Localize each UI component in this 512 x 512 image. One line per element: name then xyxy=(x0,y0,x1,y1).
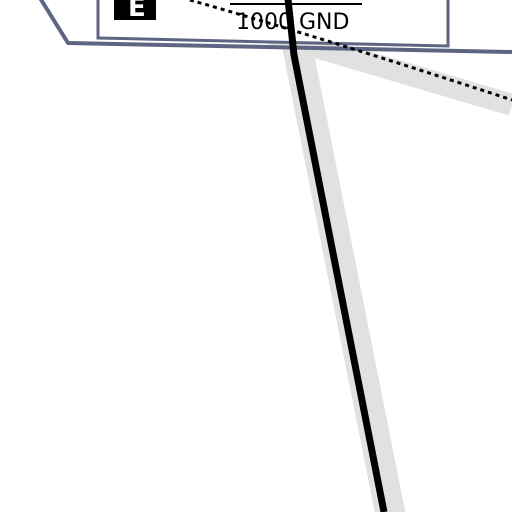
airspace-boundary xyxy=(38,0,512,54)
airspace-class-letter: E xyxy=(128,0,146,23)
main-route-halo xyxy=(272,0,406,512)
airspace-label-box xyxy=(96,0,450,48)
airspace-altitude-label: 1000 GND xyxy=(236,10,349,35)
airspace-class-badge xyxy=(114,0,156,20)
main-route-line[interactable] xyxy=(284,0,388,512)
